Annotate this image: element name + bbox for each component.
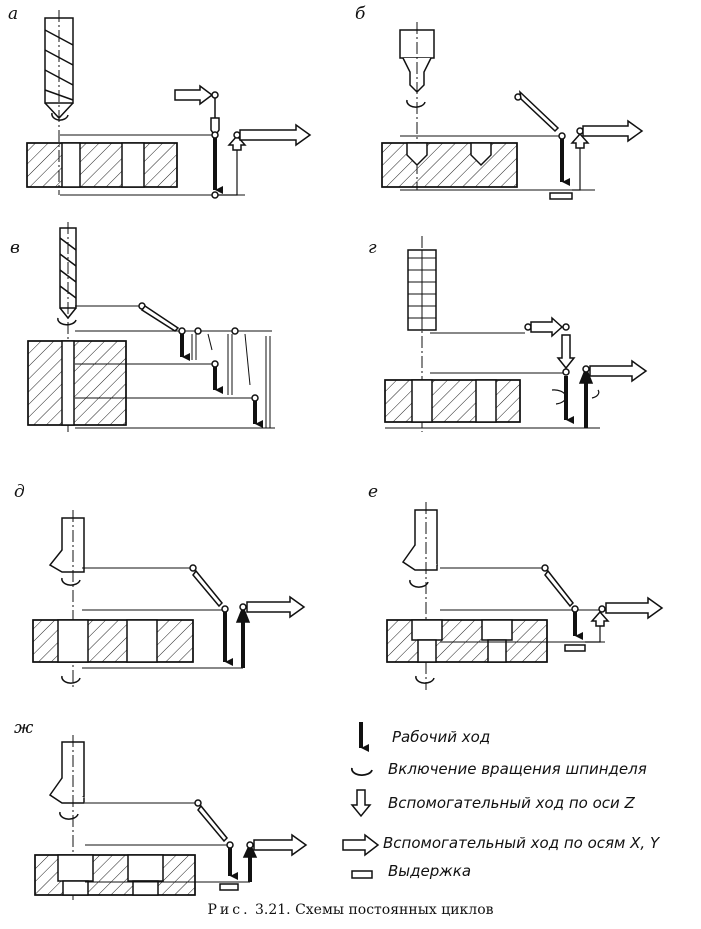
caption-text: Схемы постоянных циклов <box>295 902 494 918</box>
aux-xy-diag-arrow <box>518 89 560 133</box>
aux-xy-exit-arrow <box>253 833 308 857</box>
panel-label-a: а <box>8 4 19 24</box>
legend-aux-xy: Вспомогательный ход по осям X, Y <box>383 834 660 852</box>
legend-aux-xy-icon <box>342 833 380 857</box>
boring-tool <box>48 517 85 573</box>
legend-aux-z-icon <box>350 789 372 818</box>
legend-spindle-on: Включение вращения шпинделя <box>388 760 647 778</box>
panel-d <box>32 510 306 690</box>
spindle-rotation-icon <box>61 675 81 684</box>
legend-dwell: Выдержка <box>388 862 472 880</box>
spindle-rotation-icon <box>59 811 79 820</box>
workpiece <box>384 379 521 423</box>
aux-z-up-arrow <box>590 610 610 627</box>
panel-a <box>26 10 312 199</box>
panel-label-d: д <box>14 482 25 502</box>
caption-number: 3.21. <box>255 902 291 918</box>
aux-xy-exit-arrow <box>589 359 648 383</box>
caption-prefix: Рис. <box>207 902 251 918</box>
panel-e <box>386 502 664 690</box>
panel-label-v: в <box>10 238 20 258</box>
aux-xy-arrow <box>174 84 214 106</box>
panel-zh <box>34 735 308 900</box>
legend-symbols <box>342 722 380 879</box>
aux-z-up-arrow <box>570 132 590 149</box>
workpiece <box>386 619 548 663</box>
dwell-mark <box>219 883 239 891</box>
spindle-rotation-icon <box>415 675 435 684</box>
spindle-rotation-icon <box>61 577 81 586</box>
panel-v <box>27 222 275 432</box>
boring-tool <box>401 509 438 571</box>
boring-tool <box>48 741 85 804</box>
dwell-mark <box>564 644 586 652</box>
panel-g <box>384 236 648 432</box>
spindle-rotation-icon <box>409 579 429 588</box>
aux-xy-exit-arrow <box>239 123 312 147</box>
workpiece <box>381 142 518 188</box>
figure-caption: Рис. 3.21. Схемы постоянных циклов <box>0 902 701 918</box>
workpiece <box>27 340 127 426</box>
aux-xy-exit-arrow <box>605 596 664 620</box>
legend-dwell-icon <box>351 870 373 879</box>
dwell-mark <box>549 192 573 200</box>
aux-xy-exit-arrow <box>582 119 644 143</box>
legend-spindle-rotation-icon <box>350 767 373 776</box>
workpiece <box>34 854 196 896</box>
panel-b <box>381 22 644 200</box>
spindle-rotation-icon <box>406 99 426 108</box>
workpiece <box>32 619 194 663</box>
workpiece <box>26 142 178 188</box>
panel-label-g: г <box>368 238 377 258</box>
spindle-rotation-icon <box>57 317 77 326</box>
panel-label-e: е <box>368 482 379 502</box>
legend-working-stroke: Рабочий ход <box>392 728 491 746</box>
panel-label-b: б <box>355 4 366 24</box>
legend-aux-z: Вспомогательный ход по оси Z <box>388 794 635 812</box>
aux-xy-exit-arrow <box>246 595 306 619</box>
panel-label-zh: ж <box>14 718 34 738</box>
